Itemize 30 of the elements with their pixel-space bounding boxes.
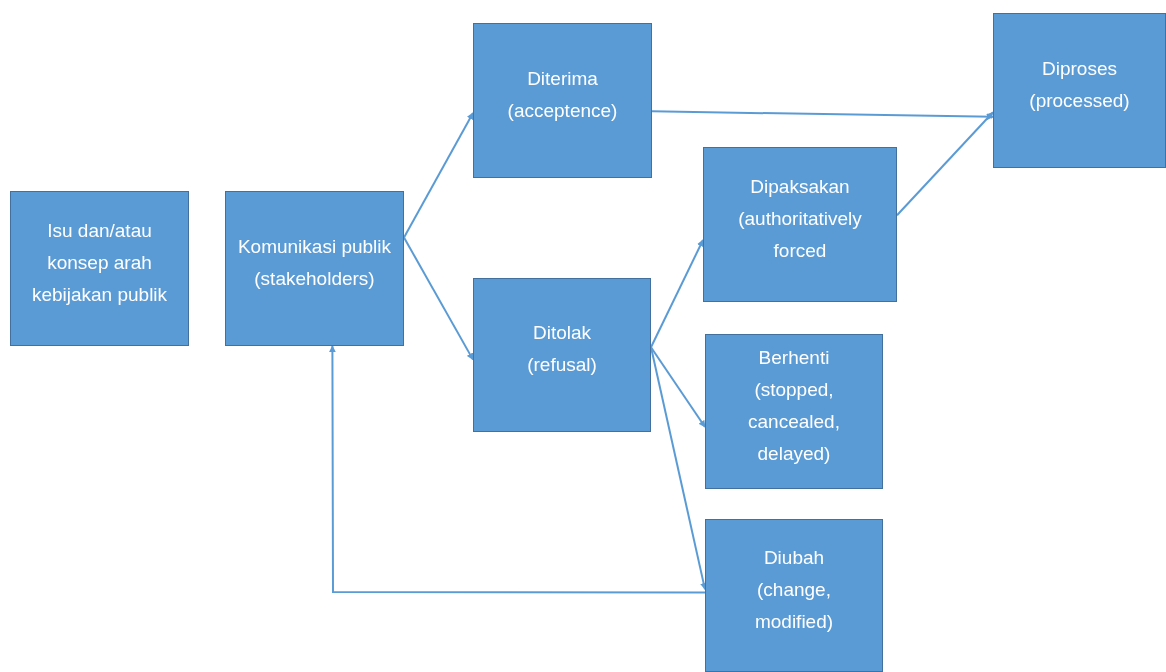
arrow: [403, 236, 474, 361]
process-box: [705, 334, 883, 489]
box-text: (stopped, cancealed, delayed): [747, 377, 841, 466]
process-box: [473, 23, 652, 178]
arrow: [651, 110, 994, 121]
box-text: (stakeholders): [254, 266, 375, 291]
process-box: [225, 191, 404, 346]
process-box: [10, 191, 189, 346]
box-text: Dipaksakan: [750, 174, 850, 199]
process-box: [705, 519, 883, 672]
arrow: [403, 111, 474, 239]
box-text: Isu dan/atau konsep arah kebijakan publik: [30, 218, 169, 307]
box-text: Berhenti: [758, 345, 830, 370]
process-box: [703, 147, 897, 302]
box-text: Komunikasi publik: [237, 234, 392, 259]
box-text: Ditolak: [532, 321, 592, 345]
box-text: (processed): [1029, 88, 1130, 113]
arrow: [650, 239, 704, 349]
box-text: (refusal): [527, 353, 597, 377]
process-box: [993, 13, 1166, 168]
arrow: [650, 346, 706, 428]
box-text: Diproses: [1042, 56, 1117, 81]
box-text: (change, modified): [753, 577, 835, 634]
box-text: Diubah: [763, 545, 825, 570]
arrow: [896, 111, 994, 217]
box-text: (acceptence): [507, 98, 618, 123]
arrow: [328, 345, 706, 594]
box-text: (authoritatively forced: [737, 206, 863, 263]
box-text: Diterima: [527, 66, 598, 91]
process-box: [473, 278, 651, 432]
